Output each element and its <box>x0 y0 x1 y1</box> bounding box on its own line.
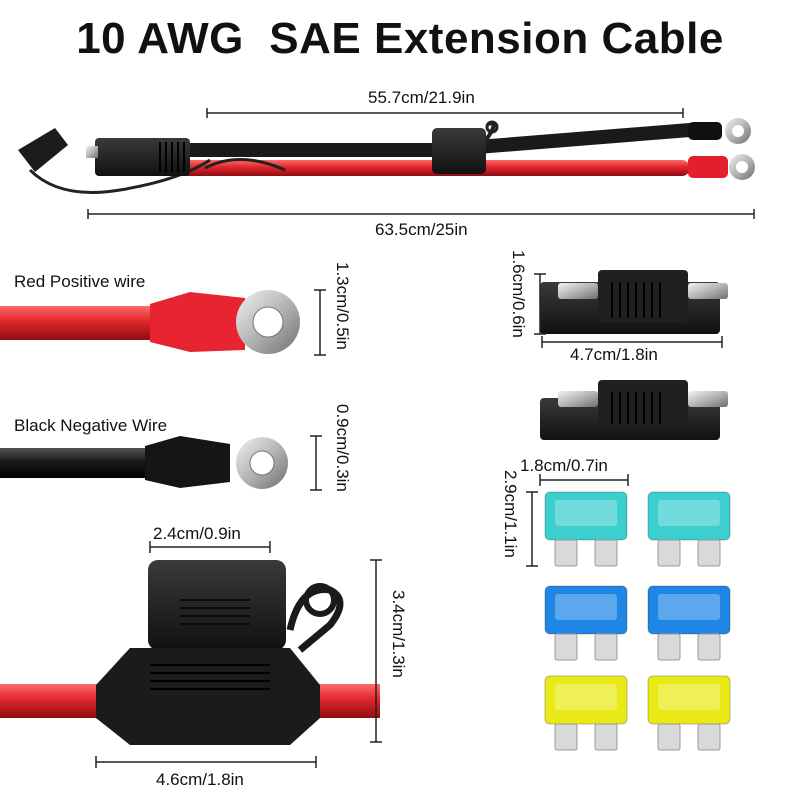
total-length-label: 63.5cm/25in <box>375 220 468 239</box>
total-length-dimension-line <box>87 209 755 219</box>
sae-connector-illustration <box>540 270 728 334</box>
sae-height-dimension-line <box>534 273 546 335</box>
full-cable-illustration <box>18 118 755 194</box>
fuse-holder-illustration <box>0 560 380 745</box>
black-ring-terminal-illustration <box>0 436 288 489</box>
blade-fuse <box>544 491 628 567</box>
black-terminal-dimension-label: 0.9cm/0.3in <box>333 404 352 492</box>
product-title: 10 AWG SAE Extension Cable <box>76 14 724 63</box>
branch-length-label: 55.7cm/21.9in <box>368 88 475 107</box>
fuse-holder-top-dimension-line <box>149 541 271 553</box>
fuse-holder-top-dimension-label: 2.4cm/0.9in <box>153 524 241 543</box>
black-terminal-dimension-line <box>310 435 322 491</box>
blade-fuse-grid <box>544 491 731 751</box>
fuse-holder-bottom-dimension-label: 4.6cm/1.8in <box>156 770 244 789</box>
fuse-holder-bottom-dimension-line <box>95 756 317 768</box>
sae-connector-second-illustration <box>540 380 728 440</box>
fuse-width-dimension-label: 1.8cm/0.7in <box>520 456 608 475</box>
sae-width-dimension-label: 4.7cm/1.8in <box>570 345 658 364</box>
blade-fuse <box>544 675 628 751</box>
blade-fuse <box>647 585 731 661</box>
black-wire-label: Black Negative Wire <box>14 416 168 435</box>
red-terminal-dimension-label: 1.3cm/0.5in <box>333 262 352 350</box>
blade-fuse <box>647 491 731 567</box>
red-wire-label: Red Positive wire <box>14 272 146 291</box>
fuse-height-dimension-line <box>526 491 538 567</box>
blade-fuse <box>544 585 628 661</box>
blade-fuse <box>647 675 731 751</box>
fuse-holder-height-dimension-label: 3.4cm/1.3in <box>389 590 408 678</box>
sae-height-dimension-label: 1.6cm/0.6in <box>509 250 528 338</box>
fuse-height-dimension-label: 2.9cm/1.1in <box>501 470 520 558</box>
branch-length-dimension-line <box>206 108 684 118</box>
red-ring-terminal-illustration <box>0 290 300 354</box>
fuse-width-dimension-line <box>539 474 629 486</box>
sae-width-dimension-line <box>541 336 723 348</box>
fuse-holder-height-dimension-line <box>370 559 382 743</box>
red-terminal-dimension-line <box>314 289 326 356</box>
